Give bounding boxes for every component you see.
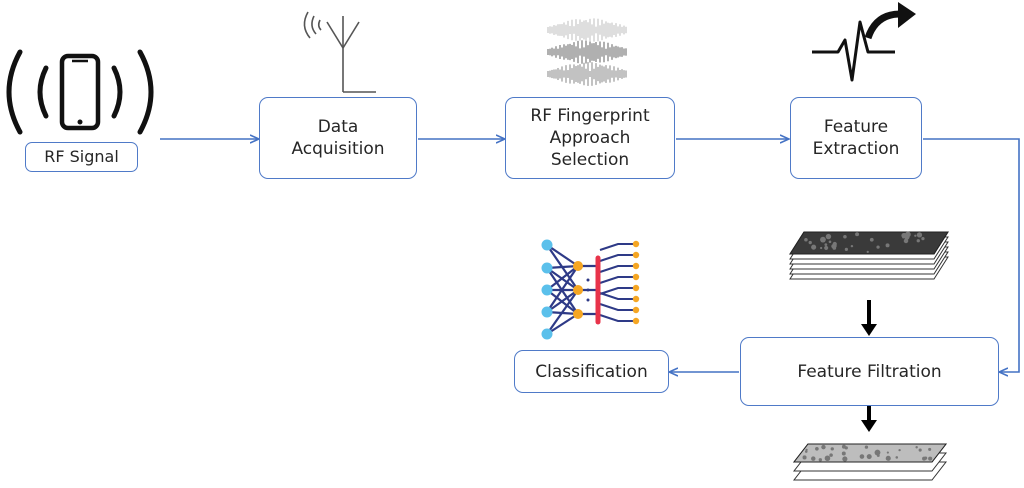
neural-network-icon (542, 240, 640, 340)
node-feature-extraction[interactable]: Feature Extraction (790, 97, 922, 179)
smartphone-signal-icon (9, 52, 151, 132)
node-label-line: Extraction (813, 138, 900, 160)
node-label-line: Data (291, 116, 384, 138)
node-rf-signal[interactable]: RF Signal (25, 142, 138, 172)
black-arrow-down-icon (861, 406, 877, 432)
node-data-acquisition[interactable]: Data Acquisition (259, 97, 417, 179)
antenna-icon (304, 12, 376, 92)
node-label: Classification (535, 361, 647, 383)
node-label-line: Approach (530, 127, 649, 149)
node-label: RF Signal (44, 146, 119, 168)
waveform-icon (548, 18, 626, 86)
node-label-line: RF Fingerprint (530, 105, 649, 127)
node-label-line: Feature (813, 116, 900, 138)
filtered-feature-map-stack-icon (794, 444, 946, 480)
black-arrow-down-icon (861, 300, 877, 336)
signal-pulse-arrow-icon (812, 2, 916, 80)
node-feature-filtration[interactable]: Feature Filtration (740, 337, 999, 406)
node-classification[interactable]: Classification (514, 350, 669, 393)
feature-map-stack-icon (790, 232, 948, 279)
node-label-line: Selection (530, 149, 649, 171)
node-rf-fingerprint-approach-selection[interactable]: RF Fingerprint Approach Selection (505, 97, 675, 179)
node-label-line: Acquisition (291, 138, 384, 160)
node-label: Feature Filtration (797, 361, 941, 383)
